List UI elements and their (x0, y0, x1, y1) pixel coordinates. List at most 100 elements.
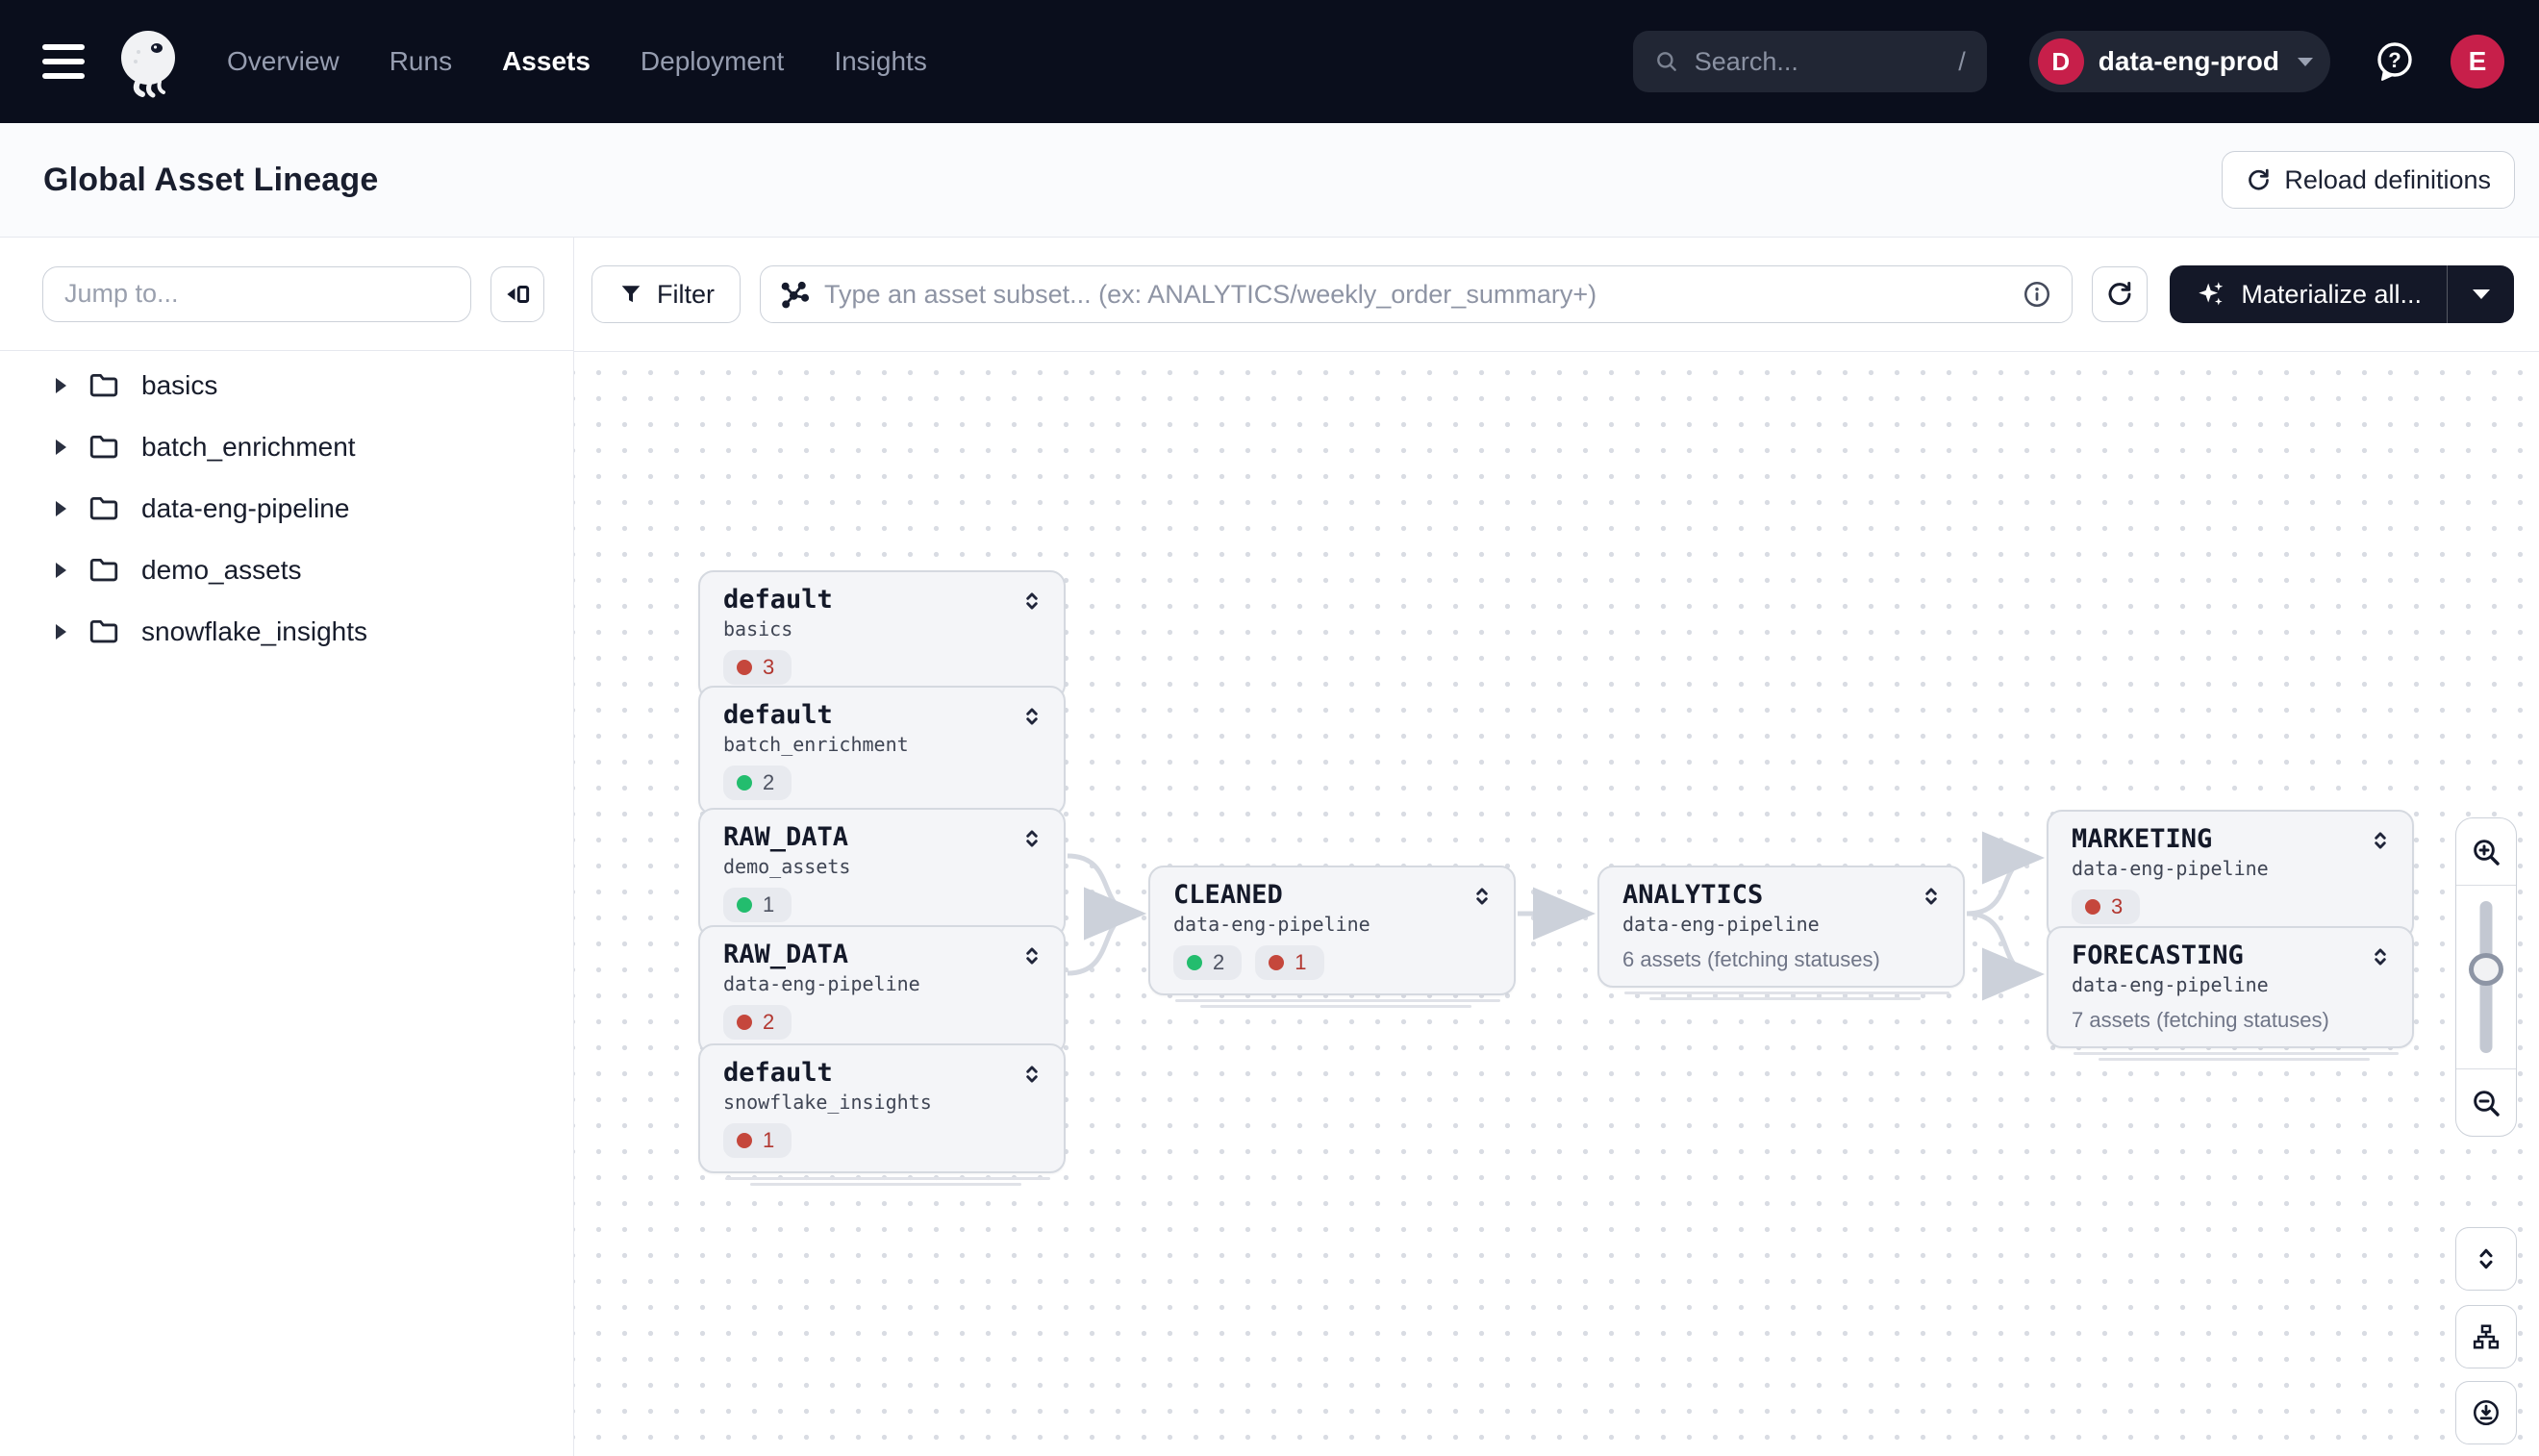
unfold-group-icon[interactable] (2368, 944, 2393, 969)
materialize-all-label: Materialize all... (2241, 280, 2422, 310)
collapse-sidebar-button[interactable] (490, 266, 544, 322)
group-label: basics (141, 370, 217, 401)
stack-shadow (725, 1177, 1050, 1180)
dagster-logo-icon[interactable] (110, 23, 187, 100)
search-placeholder: Search... (1695, 47, 1798, 77)
unfold-group-icon[interactable] (1019, 589, 1044, 614)
help-icon[interactable]: ? (2369, 36, 2421, 88)
relayout-graph-button[interactable] (2455, 1305, 2517, 1368)
sidebar-item-basics[interactable]: basics (0, 355, 573, 416)
asset-group-node-cleaned[interactable]: CLEANEDdata-eng-pipeline21 (1148, 866, 1516, 995)
reload-icon (2246, 167, 2272, 193)
nav-item-overview[interactable]: Overview (227, 46, 339, 77)
caret-right-icon[interactable] (56, 624, 66, 640)
group-repo-subtitle: batch_enrichment (723, 733, 909, 756)
unfold-group-icon[interactable] (1470, 884, 1495, 909)
page-header: Global Asset Lineage Reload definitions (0, 123, 2539, 238)
status-dot-green (737, 775, 752, 791)
unfold-group-icon[interactable] (2368, 828, 2393, 853)
stack-shadow (1624, 992, 1949, 994)
collapse-panel-icon (503, 280, 532, 309)
global-search-input[interactable]: Search... / (1633, 31, 1987, 92)
group-title: default (723, 585, 833, 615)
asset-group-node-rawdemo[interactable]: RAW_DATAdemo_assets1 (698, 808, 1066, 938)
nav-item-deployment[interactable]: Deployment (641, 46, 784, 77)
materialize-all-button[interactable]: Materialize all... (2170, 265, 2514, 323)
unfold-group-icon[interactable] (1019, 1062, 1044, 1087)
unfold-group-icon[interactable] (1019, 943, 1044, 968)
deployment-badge: D (2038, 38, 2084, 85)
unfold-group-icon[interactable] (1019, 826, 1044, 851)
refresh-graph-button[interactable] (2092, 266, 2148, 322)
group-repo-subtitle: data-eng-pipeline (1622, 913, 1820, 936)
stack-shadow (2074, 1052, 2399, 1055)
caret-right-icon[interactable] (56, 378, 66, 393)
group-repo-subtitle: data-eng-pipeline (723, 972, 920, 995)
status-dot-red (737, 1133, 752, 1148)
group-title: default (723, 700, 909, 730)
sidebar-item-data-eng-pipeline[interactable]: data-eng-pipeline (0, 478, 573, 540)
caret-down-icon (2473, 289, 2490, 299)
unfold-group-icon[interactable] (1019, 704, 1044, 729)
lineage-toolbar: Filter (574, 238, 2539, 352)
asset-subset-input[interactable] (760, 265, 2073, 323)
materialize-options-caret[interactable] (2447, 265, 2514, 323)
hamburger-menu-icon[interactable] (38, 42, 88, 81)
zoom-controls (2455, 817, 2517, 1137)
reload-definitions-button[interactable]: Reload definitions (2222, 151, 2515, 209)
status-dot-red (1269, 955, 1284, 970)
zoom-slider[interactable] (2456, 886, 2516, 1068)
asset-group-node-forecasting[interactable]: FORECASTINGdata-eng-pipeline7 assets (fe… (2047, 926, 2414, 1048)
info-icon[interactable] (2023, 280, 2051, 309)
group-label: demo_assets (141, 555, 302, 586)
asset-group-node-snow[interactable]: defaultsnowflake_insights1 (698, 1043, 1066, 1173)
asset-group-node-analytics[interactable]: ANALYTICSdata-eng-pipeline6 assets (fetc… (1597, 866, 1965, 988)
group-title: RAW_DATA (723, 822, 850, 852)
deployment-switcher[interactable]: D data-eng-prod (2029, 31, 2330, 92)
unfold-group-icon[interactable] (1919, 884, 1944, 909)
status-dot-green (737, 897, 752, 913)
zoom-in-button[interactable] (2456, 818, 2516, 886)
asset-group-node-marketing[interactable]: MARKETINGdata-eng-pipeline3 (2047, 810, 2414, 940)
zoom-slider-thumb[interactable] (2469, 953, 2503, 986)
group-title: ANALYTICS (1622, 880, 1820, 910)
caret-right-icon[interactable] (56, 501, 66, 516)
filter-funnel-icon (617, 281, 644, 308)
caret-right-icon[interactable] (56, 563, 66, 578)
status-badge-red: 1 (1255, 945, 1323, 980)
lineage-edge (1068, 914, 1137, 973)
group-label: batch_enrichment (141, 432, 356, 463)
expand-all-groups-button[interactable] (2455, 1227, 2517, 1291)
status-badge-green: 2 (1173, 945, 1242, 980)
asset-group-node-basics[interactable]: defaultbasics3 (698, 570, 1066, 700)
status-badge-red: 3 (723, 650, 792, 685)
user-avatar[interactable]: E (2451, 35, 2504, 88)
folder-icon (88, 369, 120, 402)
status-dot-green (1187, 955, 1202, 970)
nav-item-assets[interactable]: Assets (502, 46, 591, 77)
folder-icon (88, 554, 120, 587)
asset-group-node-batch[interactable]: defaultbatch_enrichment2 (698, 686, 1066, 816)
zoom-out-button[interactable] (2456, 1068, 2516, 1136)
nav-item-insights[interactable]: Insights (834, 46, 927, 77)
asset-group-node-raweng[interactable]: RAW_DATAdata-eng-pipeline2 (698, 925, 1066, 1055)
filter-button[interactable]: Filter (591, 265, 741, 323)
sidebar-item-batch-enrichment[interactable]: batch_enrichment (0, 416, 573, 478)
reload-definitions-label: Reload definitions (2284, 165, 2491, 195)
svg-text:?: ? (2388, 48, 2401, 72)
lineage-edge (1967, 858, 2035, 914)
sidebar-item-snowflake-insights[interactable]: snowflake_insights (0, 601, 573, 663)
sidebar-item-demo-assets[interactable]: demo_assets (0, 540, 573, 601)
fetch-status-note: 7 assets (fetching statuses) (2072, 1008, 2329, 1033)
group-repo-subtitle: snowflake_insights (723, 1091, 932, 1114)
folder-icon (88, 431, 120, 464)
group-label: data-eng-pipeline (141, 493, 349, 524)
lineage-canvas[interactable]: defaultbasics3default batch_enrichment 2 RA… (574, 352, 2539, 1456)
nav-item-runs[interactable]: Runs (390, 46, 452, 77)
zoom-in-icon (2471, 837, 2501, 867)
group-title: RAW_DATA (723, 940, 920, 969)
caret-right-icon[interactable] (56, 439, 66, 455)
download-image-button[interactable] (2455, 1381, 2517, 1444)
jump-to-input[interactable] (42, 266, 471, 322)
deployment-name: data-eng-prod (2099, 46, 2279, 77)
